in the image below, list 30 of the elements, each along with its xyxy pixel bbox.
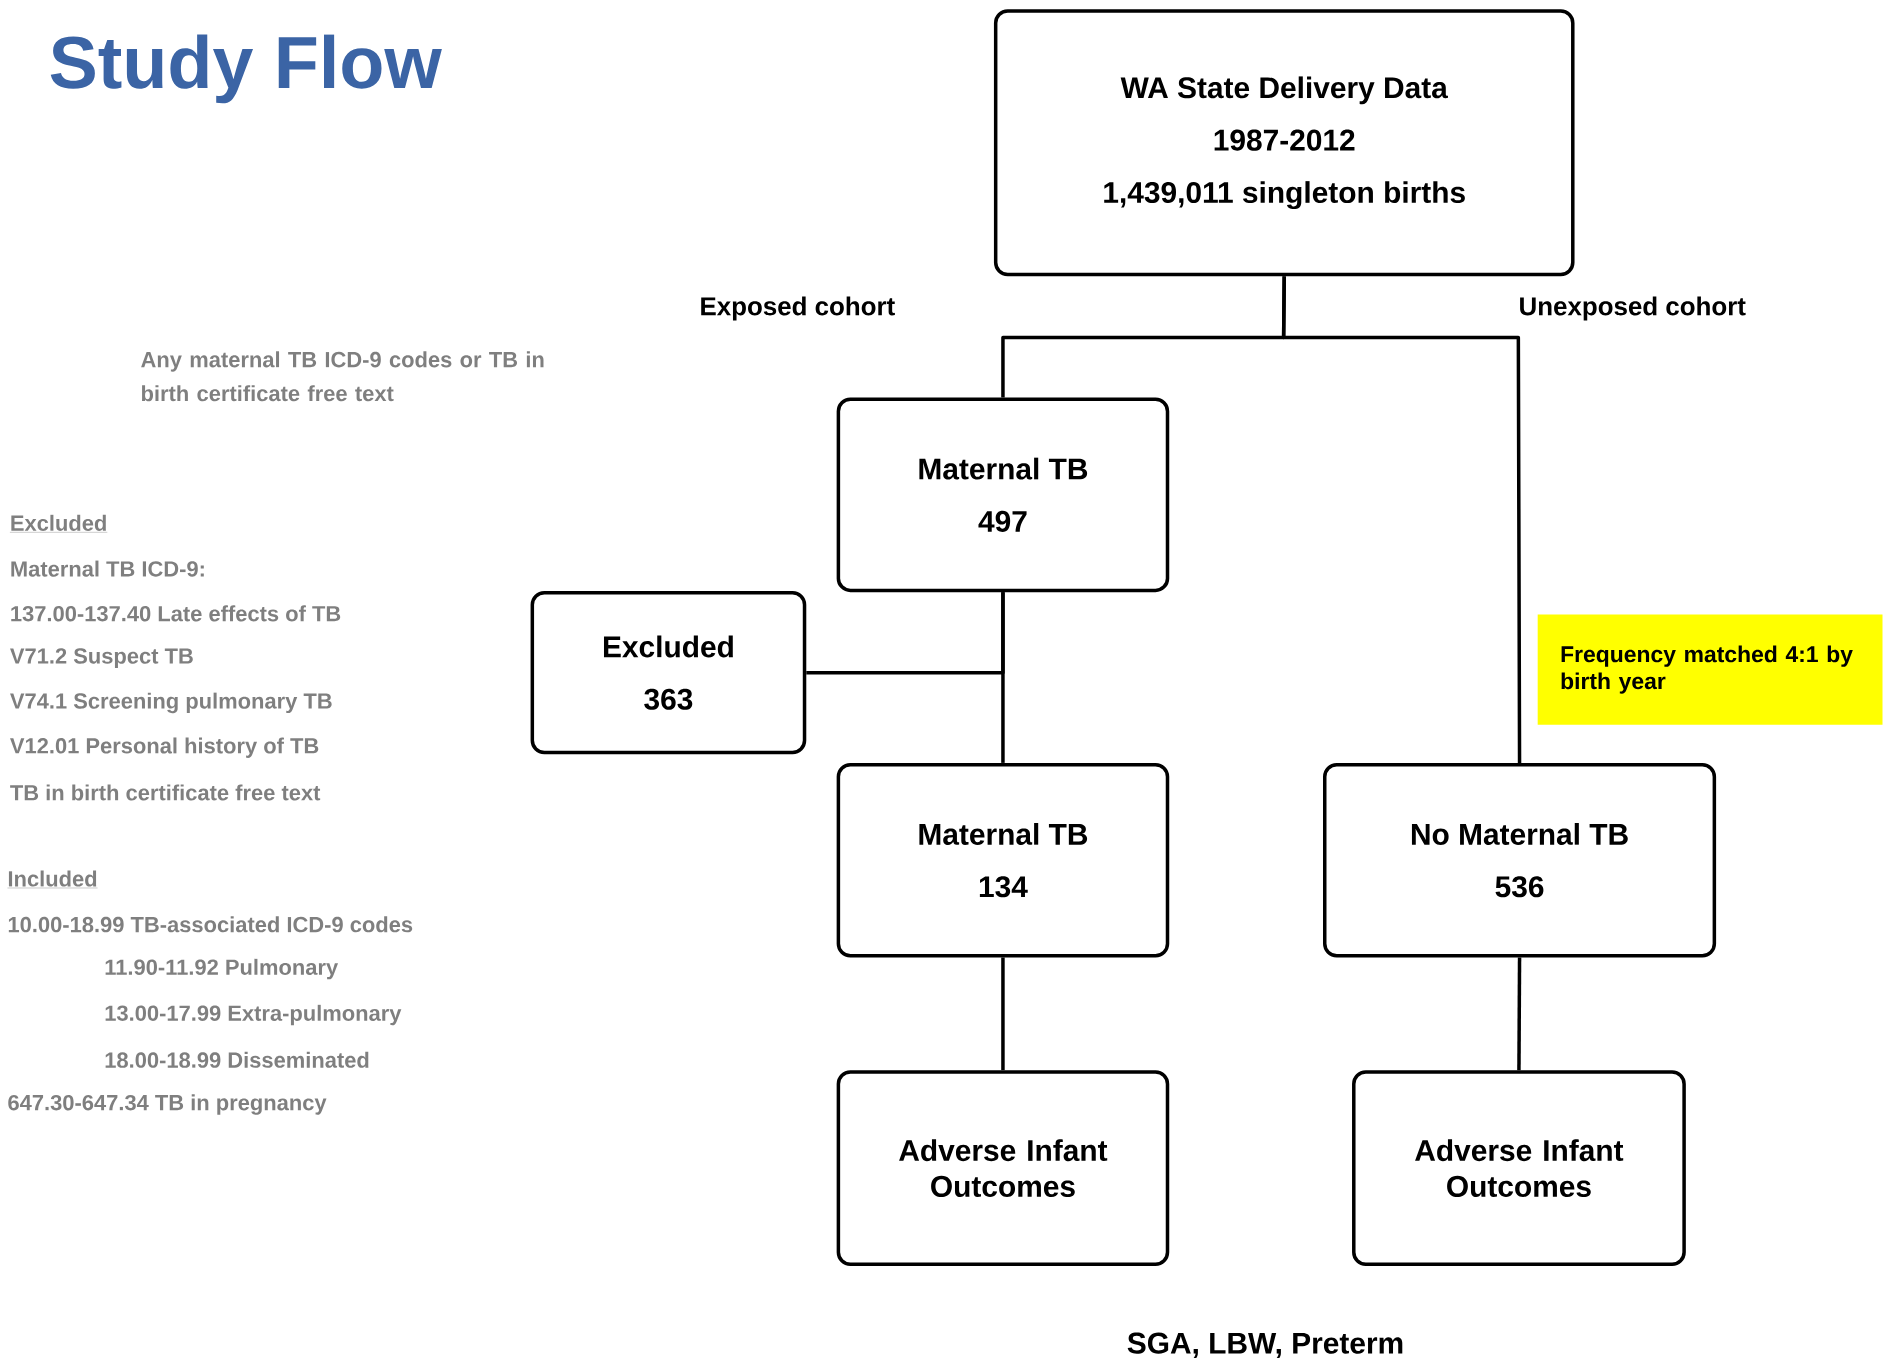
connector-line [1001,957,1005,1071]
connector-line [1517,957,1522,1071]
section-heading: Included [7,870,98,889]
process-box: Excluded 363 [530,591,807,755]
note-box: Frequency matched 4:1 by birth year [1537,614,1883,725]
criteria-text: V71.2 Suspect TB [10,648,193,669]
outcome-list: SGA, LBW, Preterm [1127,1332,1403,1359]
title: Study Flow [50,34,442,104]
criteria-text: V74.1 Screening pulmonary TB [10,692,332,714]
cohort-label: Exposed cohort [701,296,895,321]
process-box: No Maternal TB 536 [1323,763,1717,958]
criteria-text: Maternal TB ICD-9: [11,560,204,577]
criteria-text: V12.01 Personal history of TB [10,737,319,759]
criteria-note: Any maternal TB ICD-9 codes or TB in birth certificate free text [141,351,544,402]
connector-line [806,592,1005,675]
process-box: Maternal TB 497 [836,397,1170,593]
criteria-text: 11.90-11.92 Pulmonary [105,959,339,980]
cohort-label: Unexposed cohort [1520,296,1746,321]
outcome-box: Adverse Infant Outcomes [836,1070,1170,1267]
criteria-text: 647.30-647.34 TB in pregnancy [8,1094,327,1115]
criteria-text: 10.00-18.99 TB-associated ICD-9 codes [8,916,413,933]
criteria-text: 137.00-137.40 Late effects of TB [11,605,341,622]
process-box: Maternal TB 134 [836,763,1170,958]
process-box: WA State Delivery Data 1987-2012 1,439,011 singleton births [993,9,1575,277]
criteria-text: TB in birth certificate free text [10,784,321,801]
outcome-box: Adverse Infant Outcomes [1352,1070,1686,1267]
criteria-text: 18.00-18.99 Disseminated [105,1051,369,1068]
connector-line [1281,276,1522,764]
criteria-text: 13.00-17.99 Extra-pulmonary [105,1004,402,1026]
section-heading: Excluded [9,514,108,533]
